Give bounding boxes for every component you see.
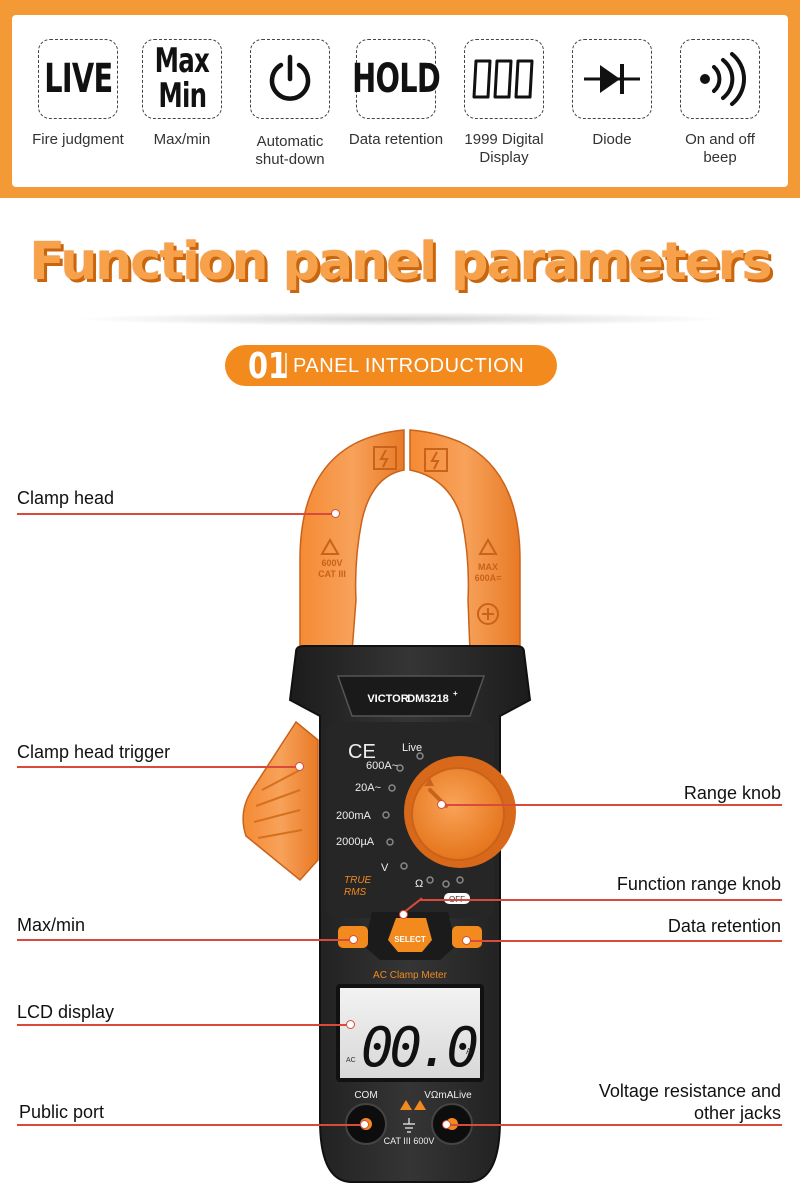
jaw-max-value: 600A=: [475, 573, 502, 583]
plus-icon: [477, 603, 499, 625]
feature-live: LIVE Fire judgment: [26, 39, 130, 149]
hold-text-icon: HOLD: [352, 39, 441, 119]
feature-auto-shutdown: Automatic shut-down: [238, 39, 342, 169]
callout-dot: [295, 762, 304, 771]
feature-label: On and off beep: [685, 131, 755, 166]
callout-data-retention: Data retention: [667, 916, 781, 936]
jaw-max-label: MAX: [478, 562, 498, 572]
callout-function-knob: Function range knob: [616, 874, 781, 894]
true-rms-label: RMS: [344, 887, 367, 898]
feature-label: Data retention: [348, 131, 444, 148]
page-title: Function panel parameters: [29, 232, 772, 292]
callout-dot: [437, 800, 446, 809]
model-suffix: +: [453, 689, 458, 698]
callout-line: [466, 940, 782, 942]
feature-label: Automatic shut-down: [255, 133, 325, 168]
clamp-head-trigger[interactable]: [242, 720, 319, 882]
callout-dot: [399, 910, 408, 919]
section-label: PANEL INTRODUCTION: [293, 355, 525, 377]
off-position: [444, 893, 470, 904]
range-20a: 20A~: [355, 782, 381, 794]
section-header: 01 PANEL INTRODUCTION: [225, 345, 557, 387]
callout-line: [442, 804, 782, 806]
feature-hold: HOLD Data retention: [344, 39, 448, 149]
digital-display-icon: [464, 39, 544, 119]
feature-panel: LIVE Fire judgment Max Min Max/min Autom…: [12, 15, 788, 187]
title-shadow: [70, 312, 730, 326]
callout-line: [17, 513, 333, 515]
range-ohm: Ω: [415, 878, 423, 890]
range-voltage: V: [381, 862, 389, 874]
lcd-reading: 00.0: [361, 1016, 477, 1079]
ce-mark: CE: [348, 741, 376, 763]
feature-label: Max/min: [153, 131, 211, 148]
callout-clamp-trigger: Clamp head trigger: [17, 742, 171, 762]
range-2000ua: 2000µA: [336, 836, 375, 848]
lightning-icon: [424, 448, 448, 472]
select-button[interactable]: [388, 918, 432, 952]
brand-logo: VICTOR: [367, 693, 408, 705]
select-label: SELECT: [394, 935, 426, 944]
lcd-ac: AC: [346, 1057, 356, 1064]
callout-dot: [346, 1020, 355, 1029]
callout-line: [17, 1124, 361, 1126]
meter-name: AC Clamp Meter: [373, 970, 448, 981]
live-text-icon: LIVE: [38, 39, 118, 119]
model-name: DM3218: [407, 693, 449, 705]
pill-divider: [285, 353, 287, 378]
feature-label: Diode: [592, 131, 632, 148]
clamp-head: 600V CAT III MAX 600A=: [299, 429, 521, 653]
lcd-unit: A: [466, 1047, 472, 1056]
callout-clamp-head: Clamp head: [17, 488, 115, 508]
feature-beep: On and off beep: [668, 39, 772, 167]
callout-dot: [331, 509, 340, 518]
warning-icon: [478, 537, 498, 555]
feature-maxmin: Max Min Max/min: [130, 39, 234, 149]
callout-line: [17, 1024, 347, 1026]
callout-lcd: LCD display: [17, 1002, 115, 1022]
callout-range-knob: Range knob: [683, 783, 781, 803]
range-knob[interactable]: [404, 756, 516, 868]
callout-line: [17, 766, 297, 768]
callout-line: [446, 1124, 782, 1126]
lcd-display: [340, 988, 480, 1078]
maxmin-text-icon: Max Min: [142, 39, 222, 119]
callout-public-port: Public port: [19, 1102, 105, 1122]
beep-icon: [680, 39, 760, 119]
jaw-rating: 600V: [321, 558, 342, 568]
warning-icon: [400, 1100, 426, 1110]
warning-icon: [320, 537, 340, 555]
cat-rating: CAT III 600V: [384, 1136, 435, 1146]
feature-banner: LIVE Fire judgment Max Min Max/min Autom…: [0, 0, 800, 198]
jack-label: VΩmALive: [424, 1090, 472, 1101]
true-rms-label: TRUE: [344, 875, 372, 886]
callout-dot: [442, 1120, 451, 1129]
lightning-icon: [373, 446, 397, 470]
power-icon: [250, 39, 330, 119]
callout-dot: [349, 935, 358, 944]
range-live: Live: [402, 742, 422, 754]
callout-line: [17, 939, 351, 941]
ground-icon: [403, 1118, 415, 1133]
callout-dot: [360, 1120, 369, 1129]
feature-label: Fire judgment: [32, 131, 124, 148]
range-200ma: 200mA: [336, 810, 372, 822]
range-600a: 600A~: [366, 760, 398, 772]
section-number: 01: [248, 346, 289, 387]
callout-max-min: Max/min: [17, 915, 86, 935]
feature-digital-display: 1999 Digital Display: [452, 39, 556, 167]
callout-dot: [462, 936, 471, 945]
com-label: COM: [354, 1090, 377, 1101]
diode-icon: [572, 39, 652, 119]
feature-diode: Diode: [560, 39, 664, 149]
jaw-category: CAT III: [318, 569, 346, 579]
callout-voltage-jacks: Voltage resistance and other jacks: [598, 1081, 781, 1123]
brand-plate: [336, 675, 486, 717]
callout-line: [420, 899, 782, 901]
feature-label: 1999 Digital Display: [464, 131, 544, 166]
